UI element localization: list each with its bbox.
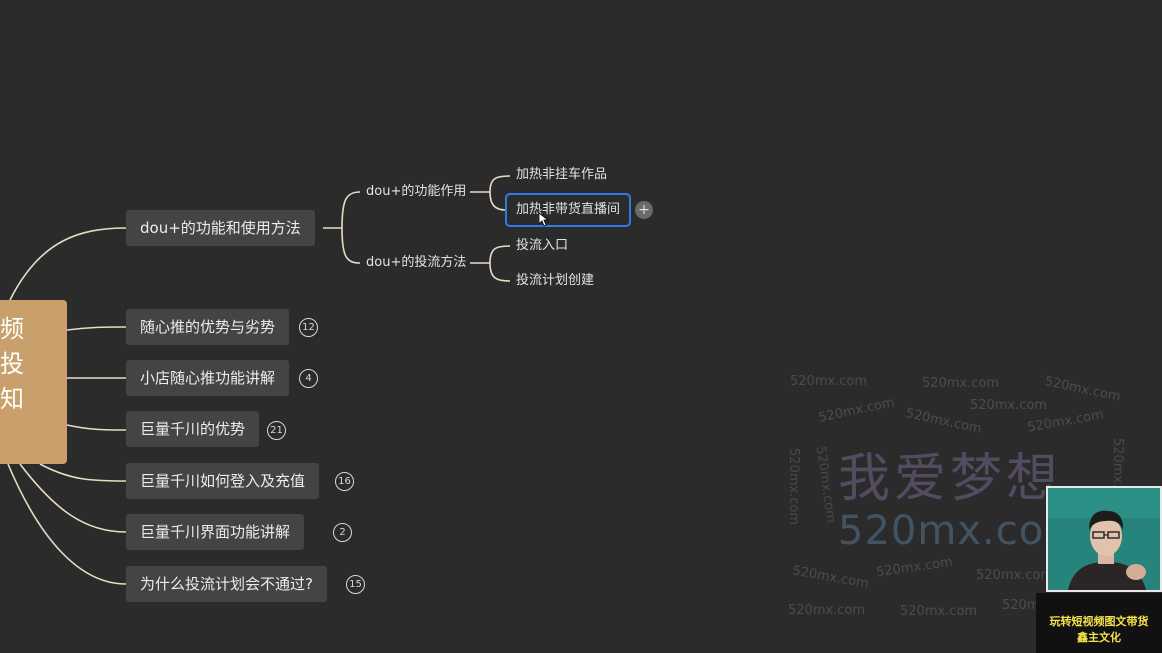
watermark-text: 520mx.com — [922, 376, 1000, 391]
leaf-non-sales-live[interactable]: 加热非带货直播间 — [516, 202, 621, 217]
watermark-text: 520mx.com — [976, 568, 1054, 583]
webcam-caption: 玩转短视频图文带货 鑫主文化 — [1036, 593, 1162, 653]
watermark-text: 520mx.com — [900, 604, 978, 619]
watermark-text: 520mx.com — [786, 448, 801, 526]
selected-node-outline[interactable] — [505, 193, 631, 227]
branch-plan-rejected[interactable]: 为什么投流计划会不通过? — [126, 566, 327, 602]
caption-line: 鑫主文化 — [1077, 631, 1121, 644]
watermark-logo-en: 520mx.com — [838, 508, 1085, 554]
caption-line: 玩转短视频图文带货 — [1049, 615, 1149, 628]
collapsed-count-badge[interactable]: 2 — [333, 523, 352, 542]
subbranch-function[interactable]: dou+的功能作用 — [366, 184, 467, 199]
collapsed-count-badge[interactable]: 16 — [335, 472, 354, 491]
watermark-text: 520mx.com — [790, 374, 868, 389]
branch-qianchuan-login[interactable]: 巨量千川如何登入及充值 — [126, 463, 320, 499]
root-char: 频 — [0, 315, 24, 343]
branch-dou-plus[interactable]: dou+的功能和使用方法 — [126, 210, 315, 246]
add-child-button[interactable]: + — [635, 201, 653, 219]
leaf-non-cart-works[interactable]: 加热非挂车作品 — [516, 167, 608, 182]
branch-qianchuan-advantage[interactable]: 巨量千川的优势 — [126, 411, 260, 447]
leaf-plan-create[interactable]: 投流计划创建 — [516, 273, 595, 288]
branch-xiaodian[interactable]: 小店随心推功能讲解 — [126, 360, 290, 396]
presenter-avatar — [1048, 488, 1160, 590]
watermark-text: 520mx.com — [788, 603, 866, 618]
webcam-overlay — [1046, 486, 1162, 592]
root-char: 投 — [0, 350, 24, 378]
subbranch-method[interactable]: dou+的投流方法 — [366, 255, 467, 270]
collapsed-count-badge[interactable]: 15 — [346, 575, 365, 594]
root-char: 知 — [0, 385, 24, 413]
watermark-text: 520mx.com — [970, 398, 1048, 413]
branch-qianchuan-ui[interactable]: 巨量千川界面功能讲解 — [126, 514, 305, 550]
root-node[interactable]: 频 投 知 — [0, 300, 67, 464]
collapsed-count-badge[interactable]: 4 — [299, 369, 318, 388]
collapsed-count-badge[interactable]: 21 — [267, 421, 286, 440]
branch-suixintui[interactable]: 随心推的优势与劣势 — [126, 309, 290, 345]
leaf-traffic-entry[interactable]: 投流入口 — [516, 238, 569, 253]
mouse-cursor-icon — [539, 213, 549, 227]
collapsed-count-badge[interactable]: 12 — [299, 318, 318, 337]
watermark-logo-cn: 我爱梦想 — [838, 449, 1063, 509]
